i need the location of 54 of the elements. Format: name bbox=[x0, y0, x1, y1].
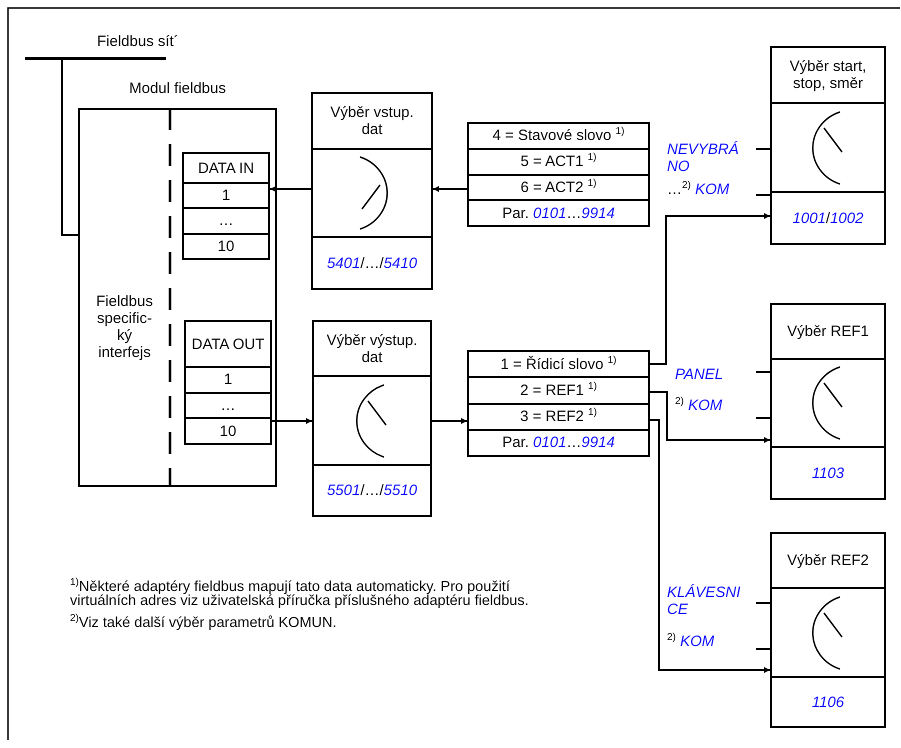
table-cell: 1 bbox=[184, 184, 268, 210]
input-label: NEVYBRÁNO bbox=[667, 141, 740, 175]
table-cell-text: 10 bbox=[216, 236, 236, 257]
selector-block bbox=[770, 303, 886, 500]
footnote: $^{2)}$Viz také další výběr parametrů KOMUN. bbox=[70, 616, 338, 630]
table-cell: 3 = REF2 $^{1)}$ bbox=[469, 404, 648, 431]
selector-title: Výběr REF1 bbox=[787, 323, 869, 340]
arrow bbox=[650, 391, 770, 443]
input-label: KLÁVESNICE bbox=[667, 584, 742, 618]
parameter-number: 1106 bbox=[812, 694, 844, 710]
arrow bbox=[650, 419, 770, 673]
interface-label: Fieldbus specific- ký interfejs bbox=[95, 292, 154, 360]
input-label: $^{2)}$ KOM bbox=[675, 397, 724, 414]
parameter-table bbox=[184, 320, 272, 445]
selector-block bbox=[770, 46, 886, 245]
footnote: $^{1)}$Některé adaptéry fieldbus mapují tato data automaticky. Pro použití virtuálních adres viz uživatelská příručka příslušného adaptéru fieldbus. bbox=[70, 580, 530, 608]
parameter-table bbox=[467, 122, 650, 227]
selector-block bbox=[312, 320, 432, 517]
table-cell: DATA IN bbox=[184, 154, 268, 184]
arrow bbox=[432, 418, 467, 424]
parameter-table bbox=[467, 350, 650, 457]
connector-line bbox=[61, 60, 80, 236]
arrow bbox=[270, 186, 311, 192]
table-cell: 5 = ACT1 $^{1)}$ bbox=[469, 150, 648, 176]
parameter-table bbox=[182, 152, 270, 260]
selector-title: Výběr vstup. dat bbox=[329, 104, 415, 138]
table-cell: 2 = REF1 $^{1)}$ bbox=[469, 378, 648, 404]
bus-label: Fieldbus sít´ bbox=[97, 33, 179, 50]
arrow bbox=[433, 186, 467, 192]
module-title: Modul fieldbus bbox=[128, 80, 227, 97]
table-cell: 4 = Stavové slovo $^{1)}$ bbox=[469, 124, 648, 150]
selector-block bbox=[770, 532, 886, 728]
input-label: $^{2)}$ KOM bbox=[667, 633, 716, 650]
input-label: …$^{2)}$ KOM bbox=[667, 181, 730, 198]
selector-title: Výběr výstup. dat bbox=[326, 332, 418, 366]
parameter-number: 1001/1002 bbox=[792, 210, 864, 226]
selector-block bbox=[311, 92, 433, 290]
table-cell: … bbox=[186, 394, 270, 420]
input-label: PANEL bbox=[675, 366, 724, 383]
table-cell-text: Par. 0101…9914 bbox=[501, 204, 616, 224]
table-cell: … bbox=[184, 209, 268, 235]
selector-title: Výběr start, stop, směr bbox=[788, 58, 868, 92]
table-cell-text: 10 bbox=[218, 422, 238, 442]
table-cell-text: Par. 0101…9914 bbox=[501, 433, 616, 454]
table-cell: 1 = Řídicí slovo $^{1)}$ bbox=[469, 352, 648, 378]
parameter-number: 5401/…/5410 bbox=[326, 254, 418, 272]
selector-title: Výběr REF2 bbox=[787, 552, 869, 569]
arrow bbox=[650, 213, 770, 365]
table-cell: DATA OUT bbox=[186, 322, 270, 368]
arrow bbox=[272, 418, 312, 424]
parameter-number: 5501/…/5510 bbox=[326, 482, 418, 499]
table-cell: 1 bbox=[186, 368, 270, 394]
parameter-number: 1103 bbox=[812, 464, 844, 482]
table-cell: 6 = ACT2 $^{1)}$ bbox=[469, 176, 648, 202]
